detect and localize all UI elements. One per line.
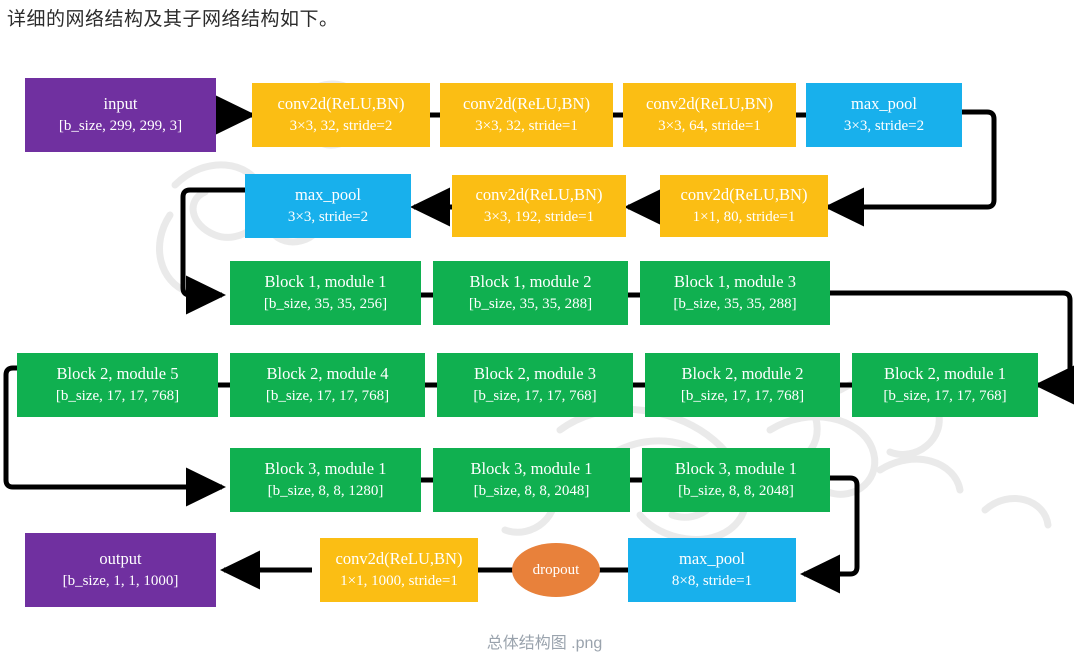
node-conv2-label: conv2d(ReLU,BN) (463, 94, 590, 114)
node-output-shape: [b_size, 1, 1, 1000] (62, 572, 179, 589)
node-block1-module1-label: Block 1, module 1 (264, 272, 387, 292)
node-block3-module1a-label: Block 3, module 1 (264, 459, 387, 479)
node-block1-module2[interactable]: Block 1, module 2 [b_size, 35, 35, 288] (433, 261, 628, 325)
node-conv1-label: conv2d(ReLU,BN) (277, 94, 405, 114)
node-block3-module1a-shape: [b_size, 8, 8, 1280] (267, 482, 384, 499)
node-conv5-params: 3×3, 192, stride=1 (483, 208, 595, 225)
node-block1-module1[interactable]: Block 1, module 1 [b_size, 35, 35, 256] (230, 261, 421, 325)
node-block2-module2-label: Block 2, module 2 (681, 364, 804, 384)
node-block2-module2-shape: [b_size, 17, 17, 768] (680, 387, 805, 404)
node-conv-output-label: conv2d(ReLU,BN) (335, 549, 463, 569)
node-block2-module1-shape: [b_size, 17, 17, 768] (883, 387, 1007, 404)
node-conv3-params: 3×3, 64, stride=1 (658, 117, 761, 134)
node-block2-module4-label: Block 2, module 4 (266, 364, 389, 384)
node-output-label: output (99, 549, 142, 569)
node-block3-module1b-shape: [b_size, 8, 8, 2048] (473, 482, 590, 499)
node-block2-module1-label: Block 2, module 1 (884, 364, 1006, 384)
node-conv5[interactable]: conv2d(ReLU,BN) 3×3, 192, stride=1 (452, 175, 626, 237)
node-block2-module2[interactable]: Block 2, module 2 [b_size, 17, 17, 768] (645, 353, 840, 417)
node-block2-module3[interactable]: Block 2, module 3 [b_size, 17, 17, 768] (437, 353, 633, 417)
node-maxpool-2-params: 3×3, stride=2 (287, 208, 369, 225)
node-dropout-label: dropout (532, 561, 580, 578)
node-dropout[interactable]: dropout (512, 543, 600, 597)
node-conv4-label: conv2d(ReLU,BN) (680, 185, 808, 205)
node-input-shape: [b_size, 299, 299, 3] (58, 117, 183, 134)
node-block2-module3-shape: [b_size, 17, 17, 768] (473, 387, 597, 404)
node-conv1-params: 3×3, 32, stride=2 (289, 117, 393, 134)
node-maxpool-3[interactable]: max_pool 8×8, stride=1 (628, 538, 796, 602)
node-conv-output[interactable]: conv2d(ReLU,BN) 1×1, 1000, stride=1 (320, 538, 478, 602)
node-block2-module4-shape: [b_size, 17, 17, 768] (265, 387, 390, 404)
node-block3-module1c[interactable]: Block 3, module 1 [b_size, 8, 8, 2048] (642, 448, 830, 512)
node-block2-module5-shape: [b_size, 17, 17, 768] (55, 387, 180, 404)
node-maxpool-2-label: max_pool (295, 185, 361, 205)
node-block2-module4[interactable]: Block 2, module 4 [b_size, 17, 17, 768] (230, 353, 425, 417)
node-conv4-params: 1×1, 80, stride=1 (692, 208, 796, 225)
node-block2-module5[interactable]: Block 2, module 5 [b_size, 17, 17, 768] (17, 353, 218, 417)
node-block3-module1c-shape: [b_size, 8, 8, 2048] (678, 482, 794, 499)
node-maxpool-1-label: max_pool (851, 94, 917, 114)
node-conv2[interactable]: conv2d(ReLU,BN) 3×3, 32, stride=1 (440, 83, 613, 147)
node-block2-module1[interactable]: Block 2, module 1 [b_size, 17, 17, 768] (852, 353, 1038, 417)
node-conv4[interactable]: conv2d(ReLU,BN) 1×1, 80, stride=1 (660, 175, 828, 237)
node-block1-module2-shape: [b_size, 35, 35, 288] (468, 295, 593, 312)
node-input-label: input (103, 94, 138, 114)
node-conv-output-params: 1×1, 1000, stride=1 (340, 572, 458, 589)
node-block2-module3-label: Block 2, module 3 (474, 364, 596, 384)
node-output[interactable]: output [b_size, 1, 1, 1000] (25, 533, 216, 607)
node-block3-module1a[interactable]: Block 3, module 1 [b_size, 8, 8, 1280] (230, 448, 421, 512)
node-maxpool-1-params: 3×3, stride=2 (843, 117, 925, 134)
node-block2-module5-label: Block 2, module 5 (56, 364, 179, 384)
node-input[interactable]: input [b_size, 299, 299, 3] (25, 78, 216, 152)
node-block1-module1-shape: [b_size, 35, 35, 256] (263, 295, 388, 312)
node-block1-module3-label: Block 1, module 3 (674, 272, 796, 292)
node-maxpool-2[interactable]: max_pool 3×3, stride=2 (245, 174, 411, 238)
node-conv3[interactable]: conv2d(ReLU,BN) 3×3, 64, stride=1 (623, 83, 796, 147)
node-maxpool-1[interactable]: max_pool 3×3, stride=2 (806, 83, 962, 147)
node-block1-module3[interactable]: Block 1, module 3 [b_size, 35, 35, 288] (640, 261, 830, 325)
node-block3-module1b[interactable]: Block 3, module 1 [b_size, 8, 8, 2048] (433, 448, 630, 512)
node-block3-module1b-label: Block 3, module 1 (470, 459, 593, 479)
node-maxpool-3-label: max_pool (679, 549, 745, 569)
node-block3-module1c-label: Block 3, module 1 (675, 459, 797, 479)
node-block1-module3-shape: [b_size, 35, 35, 288] (673, 295, 797, 312)
intro-text: 详细的网络结构及其子网络结构如下。 (7, 9, 339, 30)
node-conv1[interactable]: conv2d(ReLU,BN) 3×3, 32, stride=2 (252, 83, 430, 147)
node-conv3-label: conv2d(ReLU,BN) (646, 94, 773, 114)
node-maxpool-3-params: 8×8, stride=1 (671, 572, 753, 589)
node-block1-module2-label: Block 1, module 2 (469, 272, 592, 292)
node-conv2-params: 3×3, 32, stride=1 (475, 117, 578, 134)
figure-caption: 总体结构图 .png (486, 635, 603, 652)
node-conv5-label: conv2d(ReLU,BN) (475, 185, 603, 205)
